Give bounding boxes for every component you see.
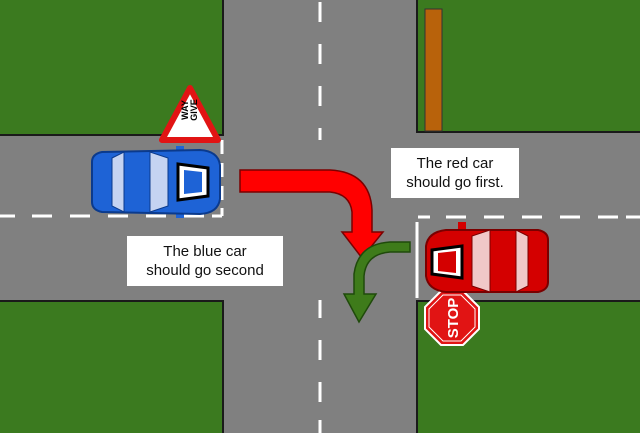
give-way-sign bbox=[159, 85, 221, 143]
red-car-caption: The red car should go first. bbox=[391, 148, 519, 198]
stop-sign: STOP bbox=[424, 290, 480, 346]
blue-caption-line1: The blue car bbox=[163, 243, 247, 260]
green-arrow bbox=[342, 241, 411, 324]
give-way-text-line1b: GIVE bbox=[189, 99, 199, 121]
red-car bbox=[425, 222, 549, 293]
grass-bottom-left bbox=[0, 300, 224, 433]
stop-sign-text: STOP bbox=[445, 298, 462, 339]
grass-top-right bbox=[416, 0, 640, 133]
blue-car bbox=[91, 146, 221, 218]
red-caption-line2: should go first. bbox=[406, 174, 504, 191]
give-way-sign-text: GIVE WAY bbox=[180, 99, 199, 121]
brown-post bbox=[424, 8, 443, 132]
blue-car-caption: The blue car should go second bbox=[127, 236, 283, 286]
red-caption-line1: The red car bbox=[416, 155, 494, 172]
give-way-text-line2: WAY bbox=[180, 100, 190, 120]
blue-caption-line2: should go second bbox=[146, 262, 264, 279]
